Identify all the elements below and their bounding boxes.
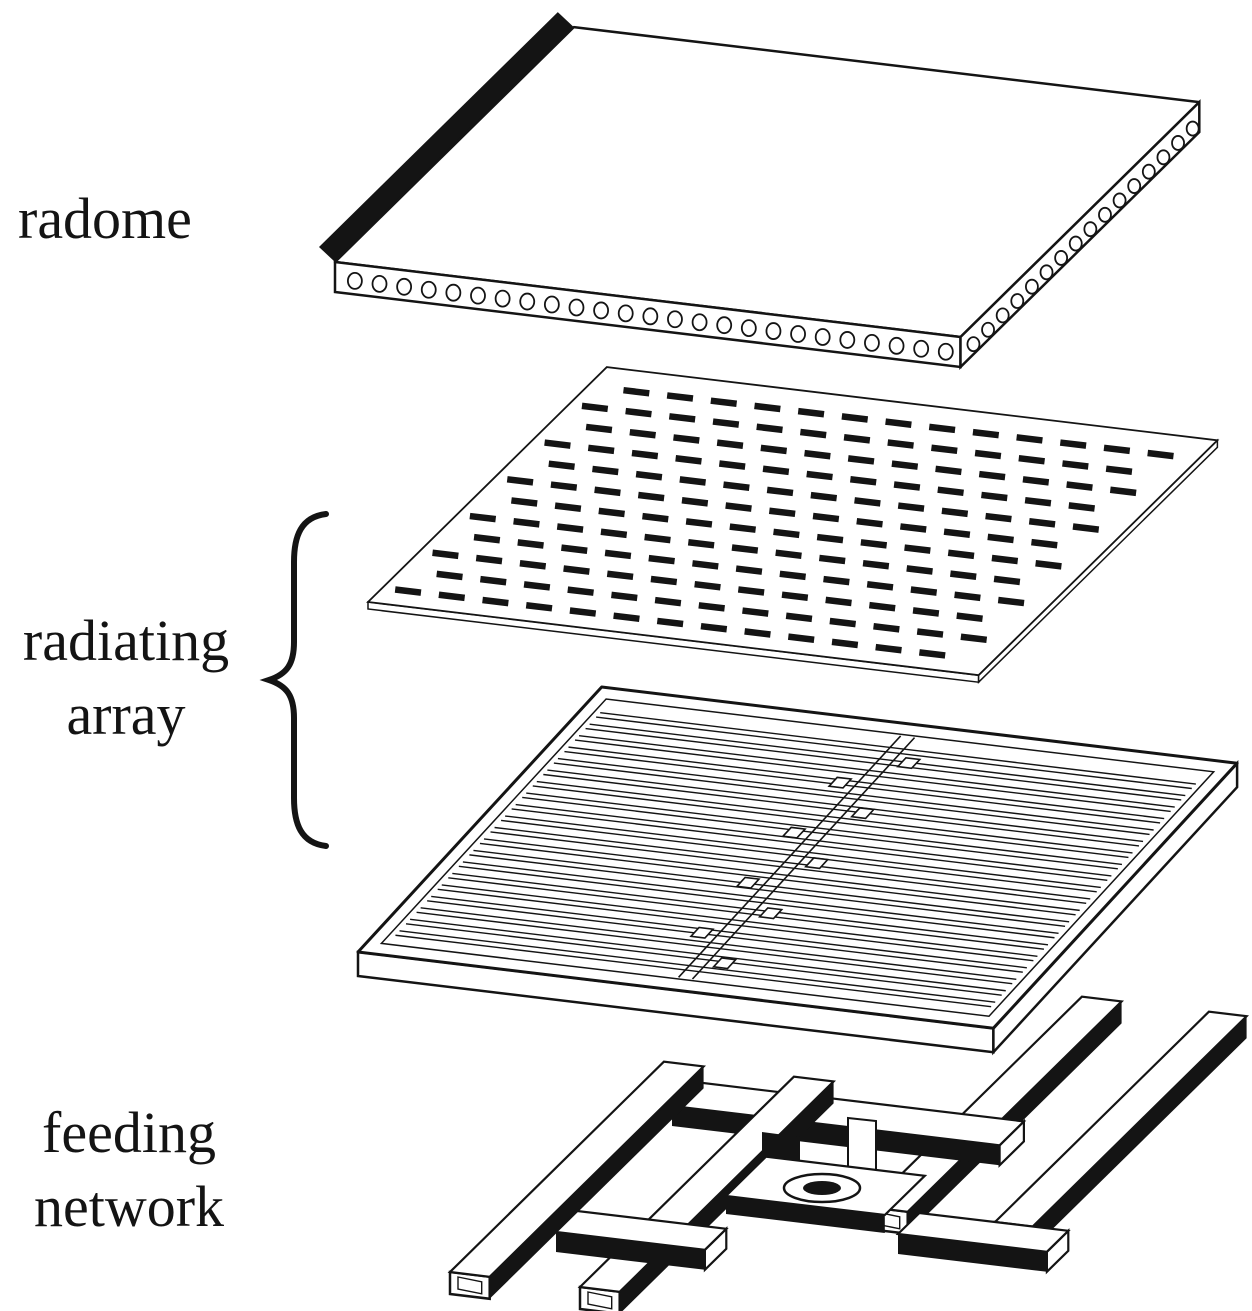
label-radome: radome bbox=[18, 186, 192, 251]
radiating-array-brace bbox=[259, 511, 329, 849]
radome-layer-illustration bbox=[319, 12, 1201, 370]
label-feeding-network: feeding network bbox=[33, 1100, 225, 1240]
feeding-network-illustration bbox=[447, 995, 1250, 1311]
slot-array-layer-illustration bbox=[366, 366, 1220, 684]
label-radiating-array: radiating array bbox=[22, 608, 230, 748]
waveguide-layer-illustration bbox=[356, 685, 1239, 1056]
